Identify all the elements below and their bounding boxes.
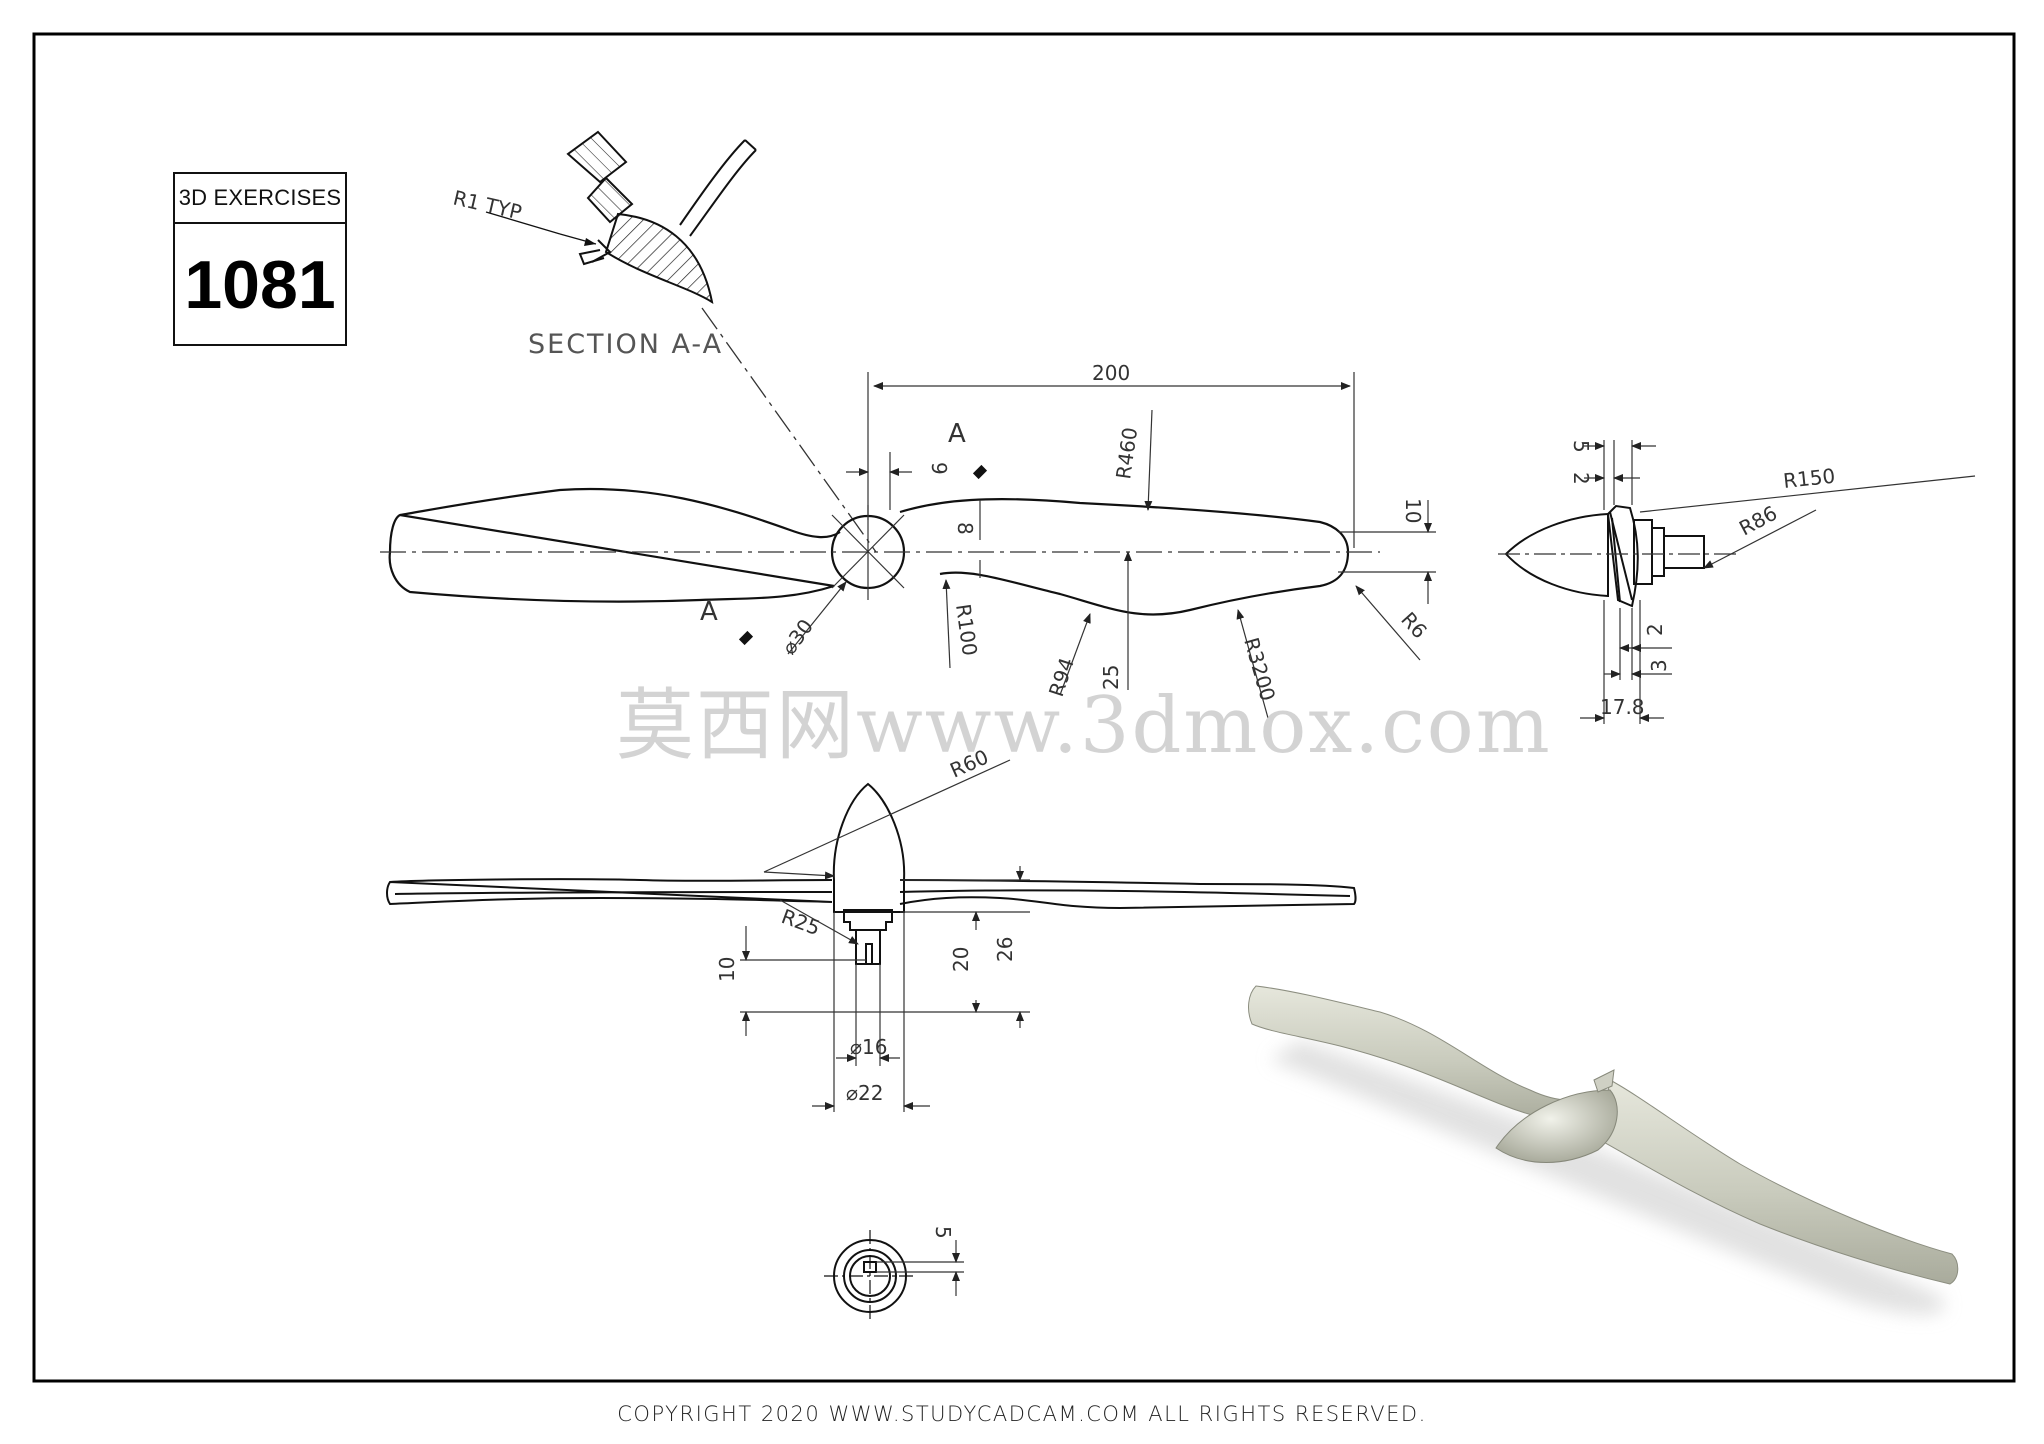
- cut-marker-lower: A: [700, 597, 754, 646]
- svg-text:A: A: [948, 419, 966, 449]
- dim-10-top: 10: [1401, 498, 1425, 523]
- dim-8: 8: [953, 522, 977, 535]
- svg-text:A: A: [700, 597, 718, 627]
- dim-10-front: 10: [715, 957, 739, 982]
- dim-9: 9: [927, 462, 951, 475]
- dim-r86: R86: [1735, 501, 1781, 541]
- dim-17-8: 17.8: [1600, 695, 1645, 719]
- watermark: 莫西网www.3dmox.com: [616, 681, 1552, 771]
- bottom-view: [824, 1230, 916, 1322]
- dim-r25: R25: [778, 904, 823, 940]
- dim-phi30: ⌀30: [777, 614, 818, 658]
- dim-r150: R150: [1782, 464, 1836, 493]
- dim-2-side-top: 2: [1569, 472, 1593, 485]
- copyright-notice: COPYRIGHT 2020 WWW.STUDYCADCAM.COM ALL R…: [617, 1402, 1427, 1426]
- section-label: SECTION A-A: [528, 329, 723, 360]
- dim-phi16: ⌀16: [850, 1035, 888, 1059]
- blade-top-view: [380, 487, 1380, 616]
- propeller-3d-render: [1248, 985, 1959, 1315]
- front-view-dimensions: [740, 759, 1030, 1112]
- dim-5-bottom: 5: [931, 1226, 955, 1239]
- side-view: [1498, 504, 1740, 608]
- dim-25: 25: [1099, 665, 1123, 690]
- badge-label: 3D EXERCISES: [175, 174, 345, 224]
- exercise-badge: 3D EXERCISES 1081: [173, 172, 347, 346]
- front-view: [386, 782, 1357, 965]
- dim-3-side: 3: [1647, 659, 1671, 672]
- dim-r460: R460: [1111, 426, 1142, 481]
- badge-number: 1081: [184, 247, 336, 323]
- dim-r6: R6: [1396, 607, 1432, 643]
- dim-r100: R100: [951, 602, 982, 657]
- dim-26-front: 26: [993, 937, 1017, 962]
- dim-200: 200: [1092, 361, 1130, 385]
- section-view: [485, 130, 757, 305]
- section-note: R1 TYP: [451, 185, 524, 224]
- side-view-dimensions: [1580, 440, 1976, 724]
- dim-2-side-bottom: 2: [1643, 623, 1667, 636]
- dim-5-side: 5: [1569, 440, 1593, 453]
- bottom-view-dimensions: [876, 1240, 964, 1296]
- top-view-dimensions: [787, 372, 1436, 719]
- sheet-border: [32, 32, 2016, 1383]
- dim-20-front: 20: [949, 947, 973, 972]
- cut-marker-upper: A: [948, 419, 988, 480]
- dim-phi22: ⌀22: [846, 1081, 884, 1105]
